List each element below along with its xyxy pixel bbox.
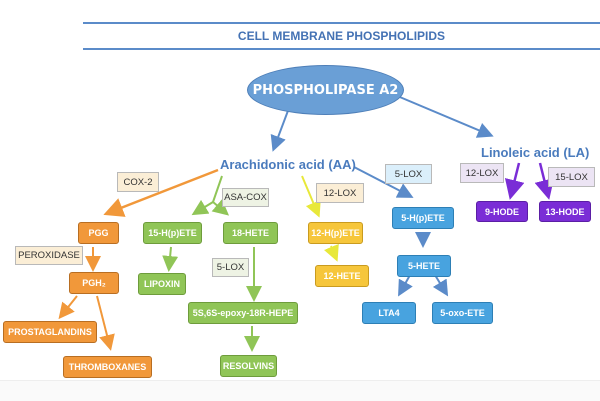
node-thromboxanes: THROMBOXANES <box>63 356 152 378</box>
arrow-aa-to-15hpete <box>191 199 214 216</box>
enzyme-peroxidase: PEROXIDASE <box>15 246 83 265</box>
node-12-hpete: 12-H(p)ETE <box>308 222 363 244</box>
node-5-oxo-ete: 5-oxo-ETE <box>432 302 493 324</box>
node-9-hode: 9-HODE <box>476 201 528 222</box>
node-15-hpete: 15-H(p)ETE <box>143 222 202 244</box>
node-5-hpete: 5-H(p)ETE <box>392 207 454 229</box>
title-bottom-rule <box>83 48 600 50</box>
enzyme-5-lox-green: 5-LOX <box>212 258 249 277</box>
arrow-pgh2-to-thromboxanes <box>96 295 115 351</box>
linoleic-acid-label: Linoleic acid (LA) <box>481 145 590 160</box>
arrow-aa-green-stem <box>212 175 223 203</box>
arrow-la-to-13hode <box>534 162 555 200</box>
node-pgh2: PGH₂ <box>69 272 119 294</box>
enzyme-cox2: COX-2 <box>117 172 159 192</box>
arrow-pla2-to-aa <box>270 107 290 152</box>
title-top-rule <box>83 22 600 24</box>
enzyme-12-lox-la: 12-LOX <box>460 163 504 183</box>
node-lipoxin: LIPOXIN <box>138 273 186 295</box>
node-lta4: LTA4 <box>362 302 416 324</box>
arrow-aa-to-12hpete <box>301 175 321 218</box>
arrow-15hpete-to-lipoxin <box>162 246 179 272</box>
node-13-hode: 13-HODE <box>539 201 591 222</box>
diagram-title: CELL MEMBRANE PHOSPHOLIPIDS <box>237 29 446 43</box>
arrow-5hete-to-lta4 <box>398 274 413 297</box>
enzyme-asa-cox: ASA-COX <box>222 188 269 207</box>
phospholipase-a2-node: PHOSPHOLIPASE A2 <box>247 65 404 115</box>
arrow-la-to-9hode <box>504 162 525 200</box>
node-pgg: PGG <box>78 222 119 244</box>
enzyme-5-lox-blue: 5-LOX <box>385 164 432 184</box>
enzyme-12-lox-aa: 12-LOX <box>316 183 364 203</box>
arachidonic-acid-label: Arachidonic acid (AA) <box>220 157 356 172</box>
enzyme-15-lox-la: 15-LOX <box>548 167 595 187</box>
arrow-5hete-to-oxoete <box>432 274 449 297</box>
arrow-pgh2-to-prostaglandins <box>58 295 78 320</box>
arrow-12hpete-to-12hete <box>324 243 339 262</box>
node-epoxy-hepe: 5S,6S-epoxy-18R-HEPE <box>188 302 298 324</box>
node-resolvins: RESOLVINS <box>220 355 277 377</box>
node-prostaglandins: PROSTAGLANDINS <box>3 321 97 343</box>
bottom-band <box>0 380 600 401</box>
node-18-hete: 18-HETE <box>223 222 278 244</box>
arrow-aa-to-pgg <box>103 168 219 217</box>
arrow-aa-to-18hete <box>211 199 230 216</box>
node-5-hete: 5-HETE <box>397 255 451 277</box>
node-12-hete: 12-HETE <box>315 265 369 287</box>
arrow-aa-to-5hpete <box>353 166 414 198</box>
arrow-pla2-to-la <box>394 94 494 138</box>
